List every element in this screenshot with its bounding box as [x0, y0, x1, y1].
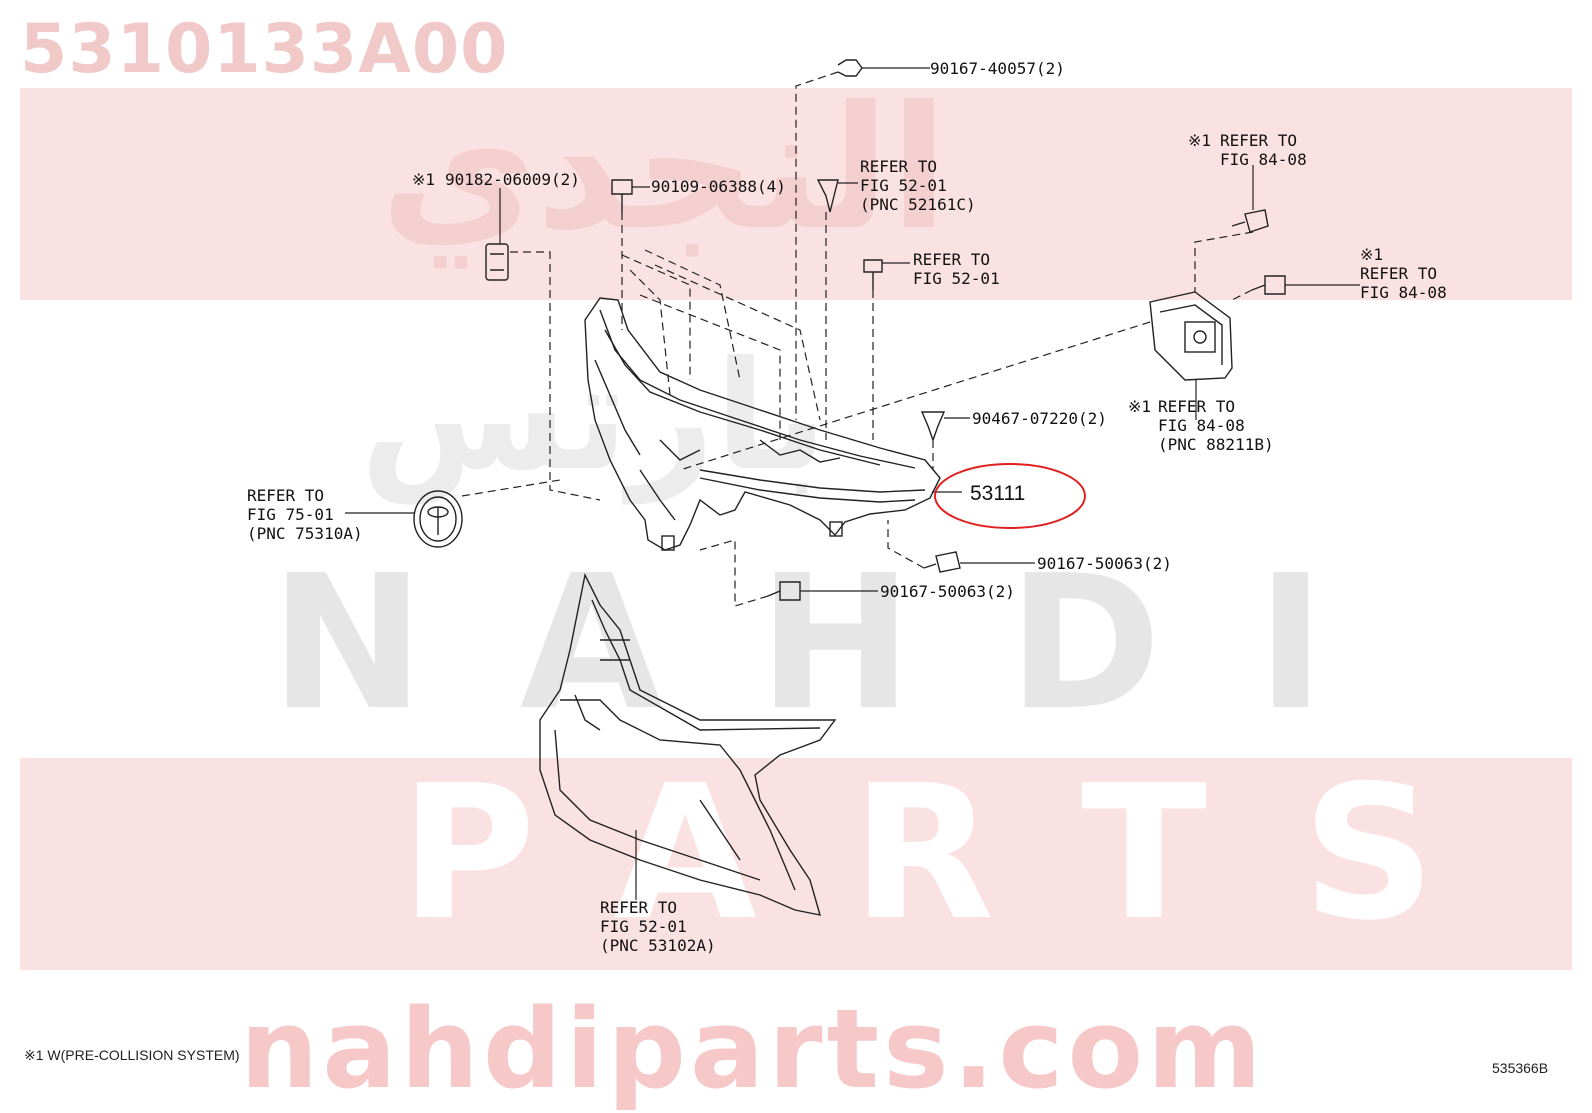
label-refer-84-08-right-2: FIG 84-08 [1360, 283, 1447, 302]
label-90467-07220: 90467-07220(2) [972, 409, 1107, 428]
sensor-module [1149, 291, 1233, 381]
figure-code: 535366B [1492, 1060, 1549, 1076]
lower-grille [539, 572, 837, 916]
label-refer-84-08-right-1: REFER TO [1360, 264, 1438, 283]
label-mark-90182: ※1 [412, 170, 436, 189]
bolt-90109 [611, 179, 633, 212]
bolt-84-08-upper [1231, 209, 1269, 233]
label-refer-53102a-1: REFER TO [600, 898, 678, 917]
label-refer-88211b-2: FIG 84-08 [1158, 416, 1245, 435]
watermark-arabic-mid: بارتس [360, 330, 828, 504]
watermark-arabic-top: النجدي [380, 70, 949, 268]
bolt-90167-40057 [837, 59, 863, 77]
label-refer-52-01-2: FIG 52-01 [913, 269, 1000, 288]
bolt-90167-50063-b [767, 581, 801, 601]
highlight-ellipse [934, 463, 1086, 529]
watermark-word-parts: PARTS [400, 745, 1531, 961]
label-refer-84-08-upper-2: FIG 84-08 [1220, 150, 1307, 169]
bolt-90167-50063-a [923, 551, 961, 573]
label-refer-52161c-2: FIG 52-01 [860, 176, 947, 195]
label-refer-75310a-3: (PNC 75310A) [247, 524, 363, 543]
clip-90467 [920, 411, 946, 443]
watermark-part-number: 5310133A00 [20, 10, 509, 89]
label-mark-84-08-right: ※1 [1360, 245, 1384, 264]
bolt-84-08-right [1251, 275, 1286, 295]
label-refer-75310a-2: FIG 75-01 [247, 505, 334, 524]
label-refer-75310a-1: REFER TO [247, 486, 325, 505]
bolt-52-01 [863, 259, 883, 290]
label-refer-88211b-3: (PNC 88211B) [1158, 435, 1274, 454]
label-90167-50063-right: 90167-50063(2) [1037, 554, 1172, 573]
label-90167-40057: 90167-40057(2) [930, 59, 1065, 78]
label-refer-53102a-2: FIG 52-01 [600, 917, 687, 936]
label-refer-52-01-1: REFER TO [913, 250, 991, 269]
label-mark-88211b: ※1 [1128, 397, 1152, 416]
label-refer-52161c-1: REFER TO [860, 157, 938, 176]
label-90167-50063-left: 90167-50063(2) [880, 582, 1015, 601]
main-part-number: 53111 [970, 482, 1026, 505]
watermark-url: nahdiparts.com [240, 985, 1266, 1113]
label-mark-84-08-upper: ※1 [1188, 131, 1212, 150]
label-90182-06009: 90182-06009(2) [445, 170, 580, 189]
watermark-band-bottom [20, 758, 1572, 970]
grille-bracket-53111 [584, 297, 941, 551]
label-90109-06388: 90109-06388(4) [651, 177, 786, 196]
clip-52161c [816, 179, 839, 213]
label-refer-84-08-upper-1: REFER TO [1220, 131, 1298, 150]
clip-90182 [485, 243, 509, 281]
label-refer-88211b-1: REFER TO [1158, 397, 1236, 416]
footnote: ※1 W(PRE-COLLISION SYSTEM) [24, 1047, 240, 1063]
label-refer-53102a-3: (PNC 53102A) [600, 936, 716, 955]
label-refer-52161c-3: (PNC 52161C) [860, 195, 976, 214]
watermark-word-nahdi: NAHDI [270, 535, 1421, 751]
emblem [413, 490, 463, 548]
